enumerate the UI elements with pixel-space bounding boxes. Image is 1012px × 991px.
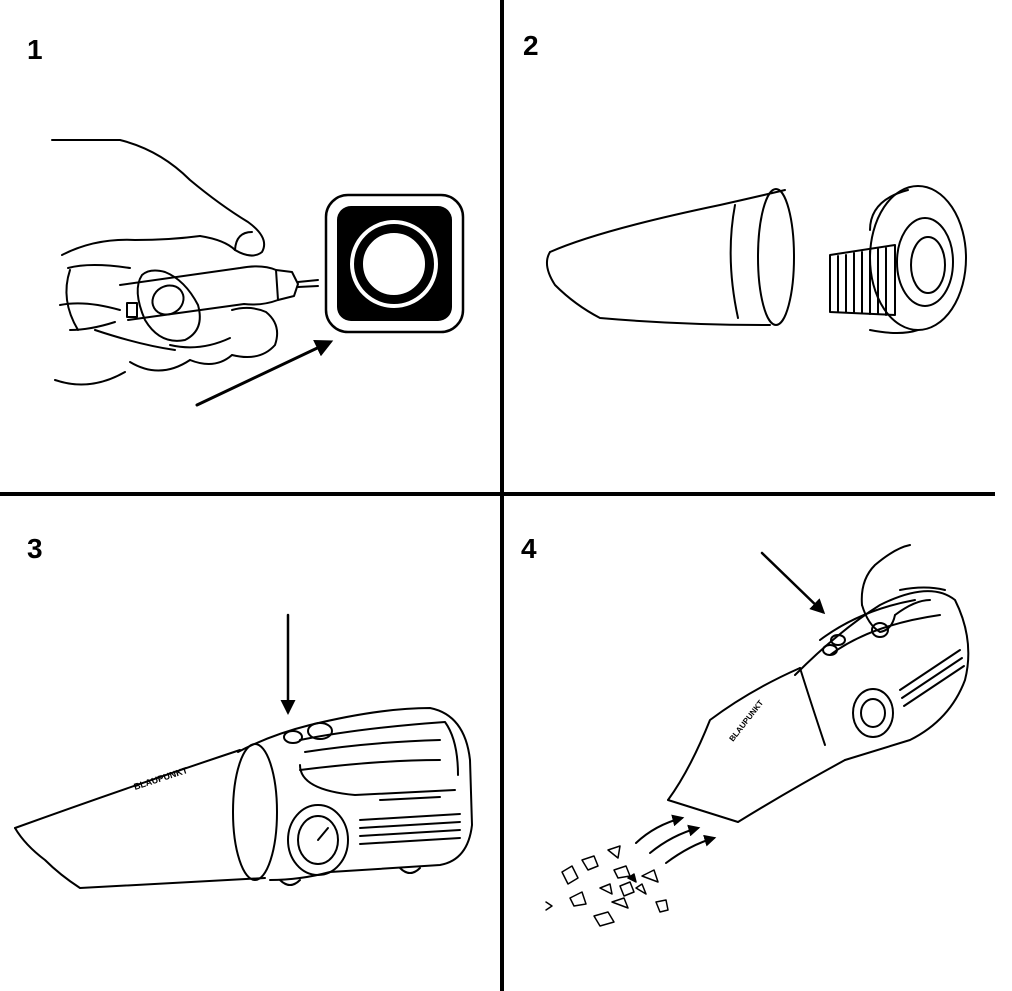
step-number-4: 4 — [521, 533, 537, 564]
car-plug-icon — [119, 265, 319, 321]
insert-arrow — [195, 340, 334, 407]
panel-4-illustration: BLAUPUNKT — [545, 544, 970, 927]
nozzle-icon — [545, 188, 795, 326]
step-number-1: 1 — [27, 34, 43, 65]
panel-2-illustration — [545, 185, 967, 334]
brand-logo-panel-4: BLAUPUNKT — [727, 698, 765, 743]
panel-3-illustration: BLAUPUNKT — [14, 613, 473, 889]
vacuum-side-view: BLAUPUNKT — [14, 707, 473, 889]
debris-particles — [545, 845, 669, 927]
panel-1-illustration — [51, 139, 465, 407]
pointer-arrow — [760, 551, 826, 615]
hand-on-handle-illustration — [860, 544, 946, 638]
socket-icon — [324, 193, 465, 334]
step-number-3: 3 — [27, 533, 43, 564]
filter-icon — [829, 185, 967, 334]
hand-illustration — [51, 139, 279, 386]
vacuum-held-view: BLAUPUNKT — [667, 590, 970, 823]
brand-logo-panel-3: BLAUPUNKT — [133, 765, 190, 792]
airflow-arrows — [635, 814, 717, 864]
step-number-2: 2 — [523, 30, 539, 61]
